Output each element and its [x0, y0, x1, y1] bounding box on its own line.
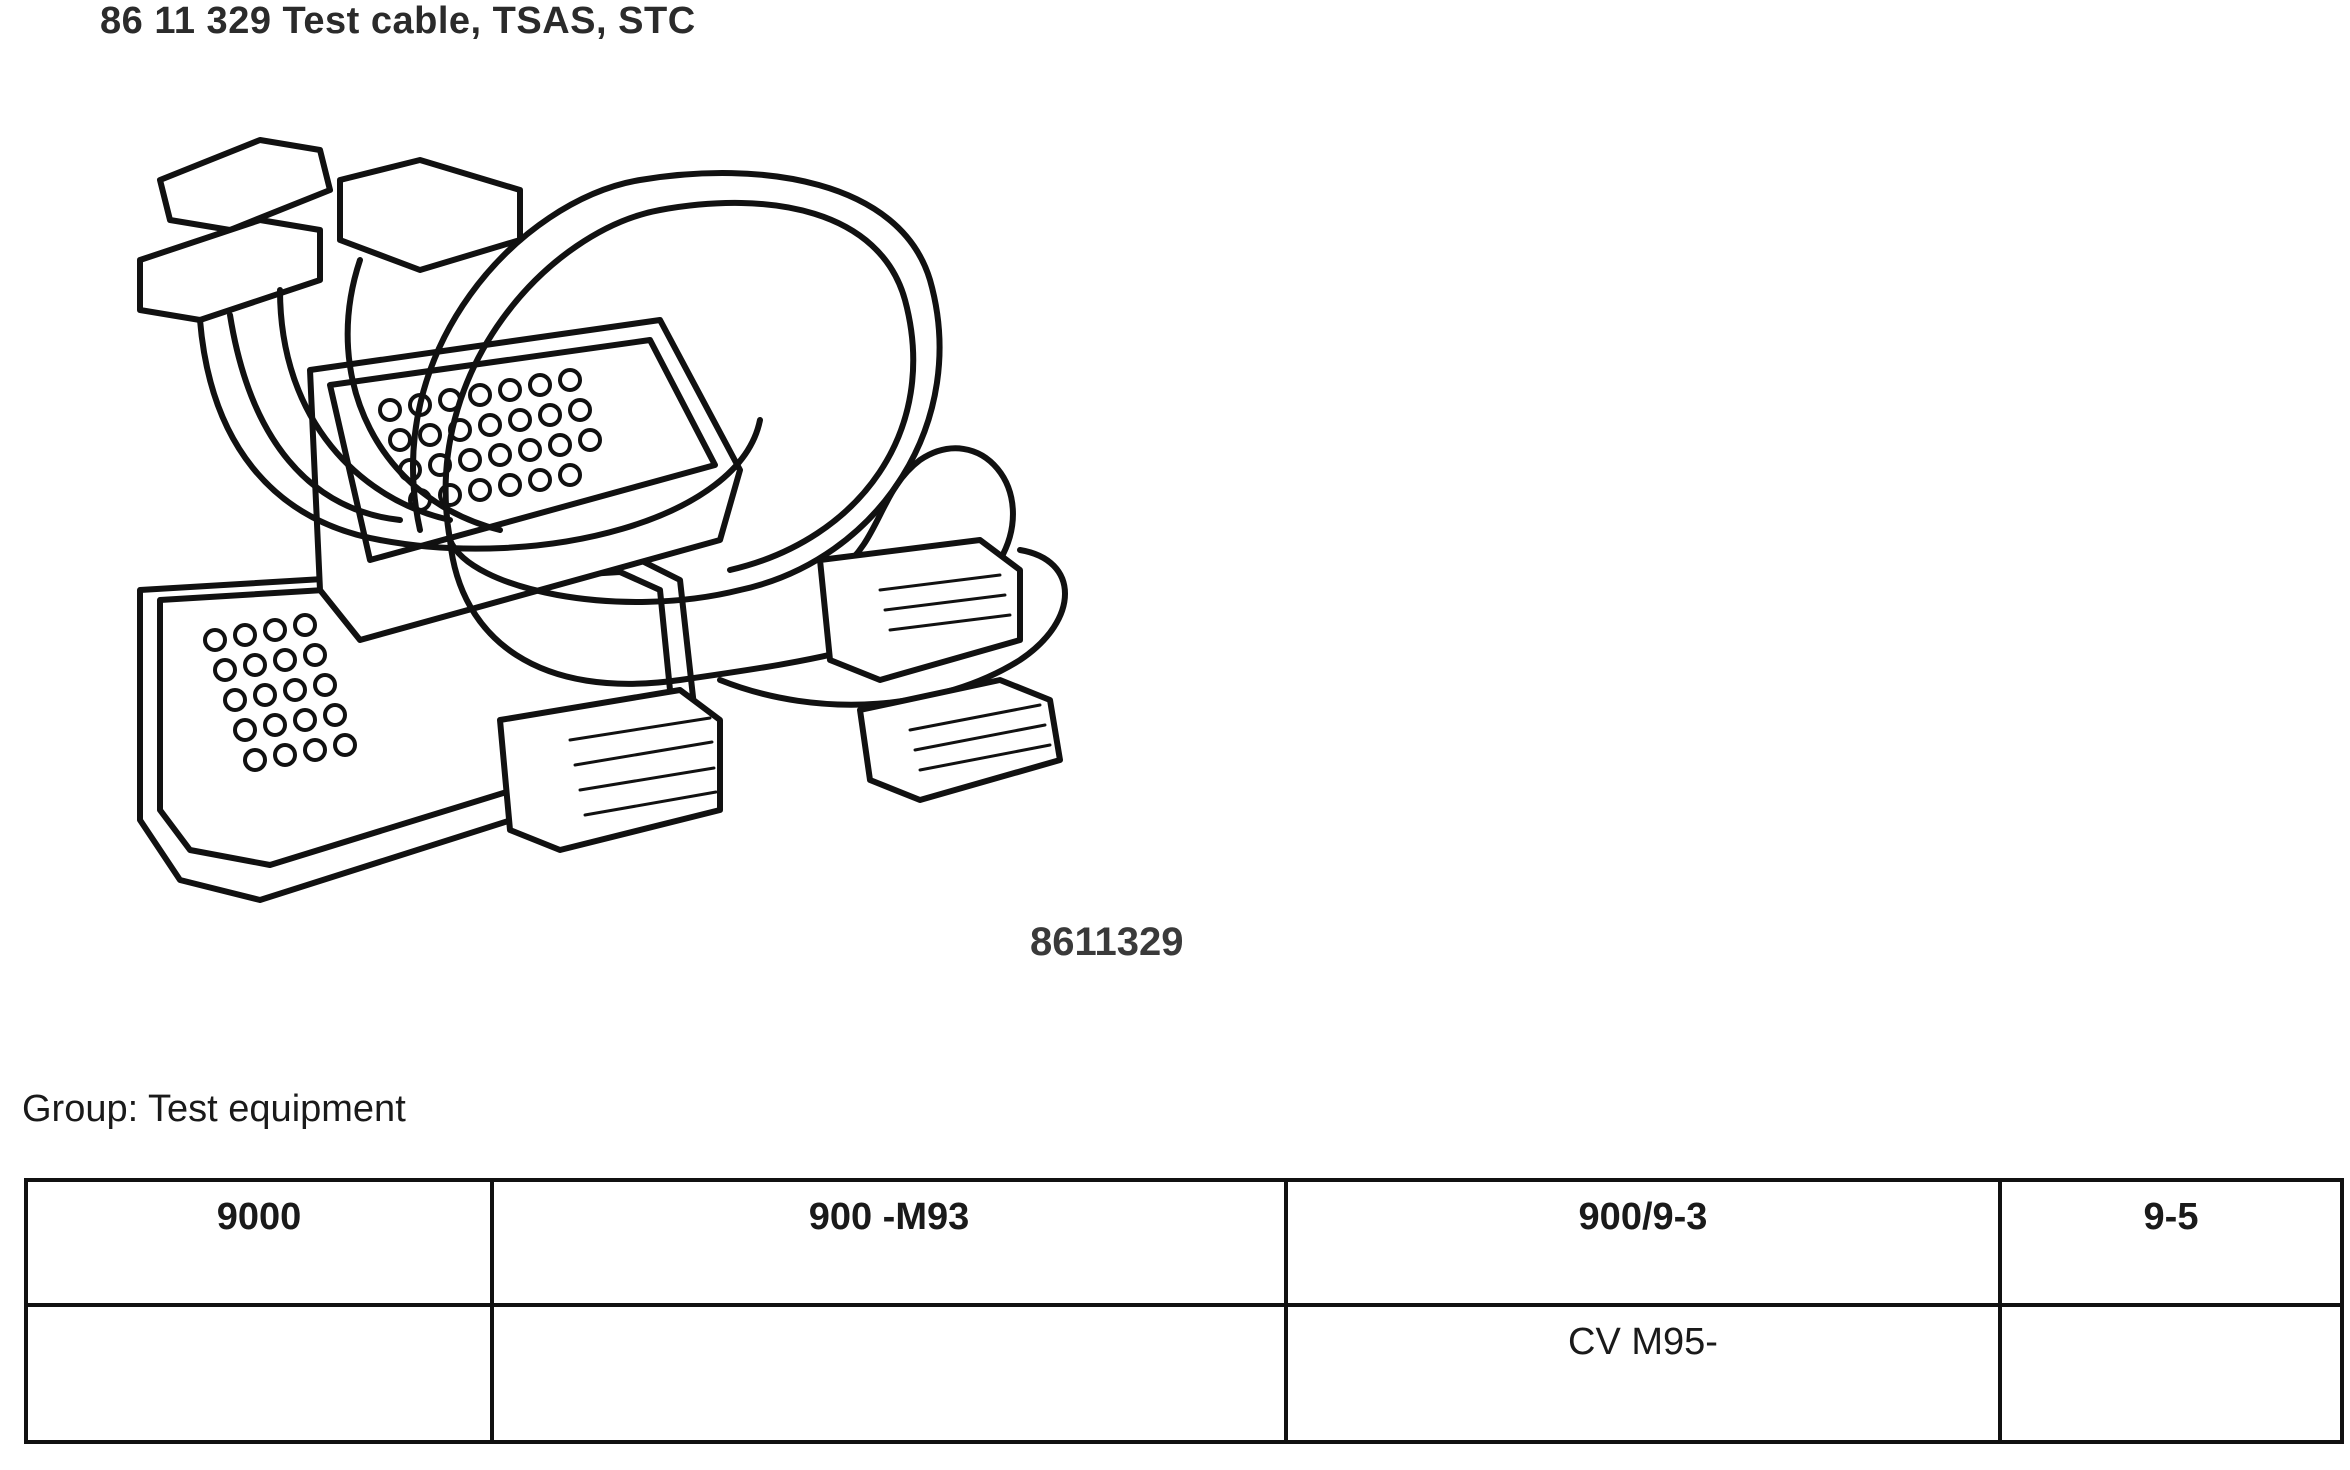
cell-9000 [24, 1303, 494, 1444]
figure-number: 8611329 [1030, 920, 1184, 964]
table-header-row: 9000 900 -M93 900/9-3 9-5 [24, 1178, 2344, 1307]
model-table: 9000 900 -M93 900/9-3 9-5 CV M95- [24, 1178, 2344, 1444]
cell-900-m93 [490, 1303, 1288, 1444]
cell-9-5 [1998, 1303, 2344, 1444]
header-cell-9-5: 9-5 [1998, 1178, 2344, 1307]
table-row: CV M95- [24, 1303, 2344, 1444]
group-label: Group: Test equipment [22, 1088, 406, 1130]
header-cell-900-9-3: 900/9-3 [1284, 1178, 2002, 1307]
document-title: 86 11 329 Test cable, TSAS, STC [100, 0, 696, 42]
header-cell-900-m93: 900 -M93 [490, 1178, 1288, 1307]
test-cable-illustration [120, 120, 1240, 1000]
cell-900-9-3: CV M95- [1284, 1303, 2002, 1444]
header-cell-9000: 9000 [24, 1178, 494, 1307]
